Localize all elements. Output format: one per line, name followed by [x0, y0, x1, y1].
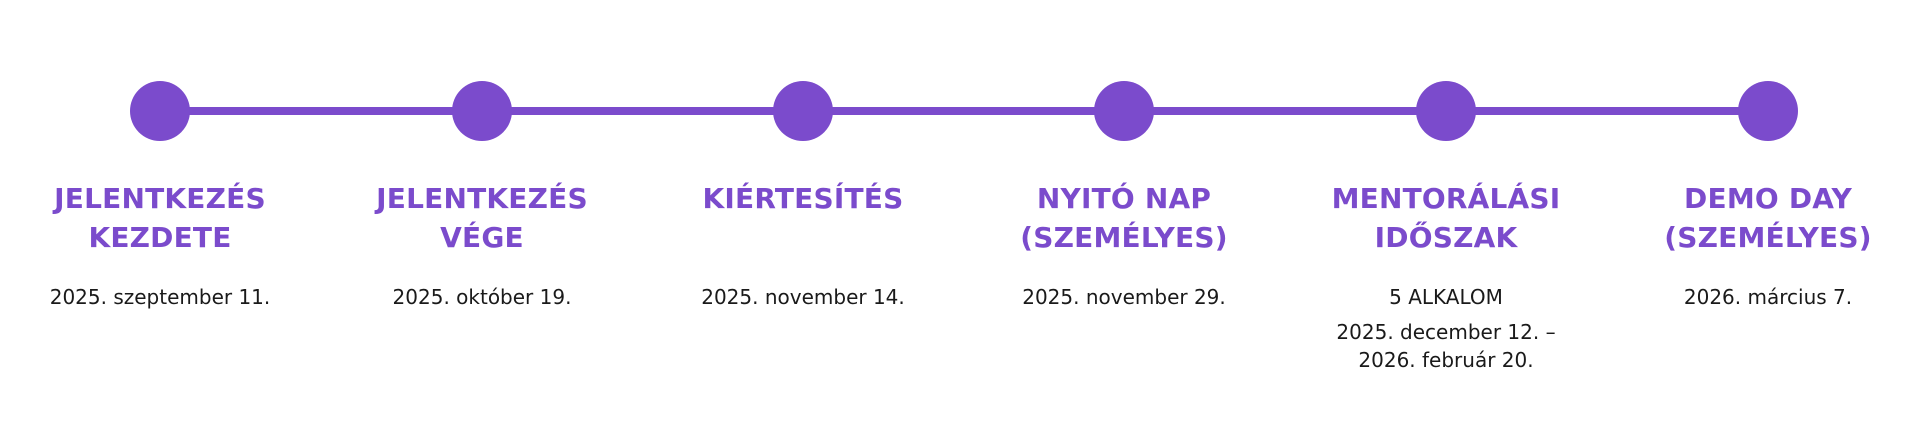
milestone-title: JELENTKEZÉS VÉGE	[376, 182, 588, 254]
milestone-title: JELENTKEZÉS KEZDETE	[54, 182, 266, 254]
milestone-dot	[130, 81, 190, 141]
milestone-sessions: 5 ALKALOM	[1389, 285, 1503, 309]
milestone-date-range: 2025. december 12. – 2026. február 20.	[1336, 320, 1556, 372]
milestone-date: 2026. március 7.	[1683, 285, 1853, 309]
milestone-date: 2025. november 14.	[701, 285, 905, 309]
milestone-dot	[1416, 81, 1476, 141]
milestone-dot	[452, 81, 512, 141]
milestone-dot	[1094, 81, 1154, 141]
milestone-dot	[773, 81, 833, 141]
milestone-title: DEMO DAY (SZEMÉLYES)	[1664, 182, 1872, 254]
milestone-date: 2025. szeptember 11.	[49, 285, 271, 309]
milestone-date: 2025. október 19.	[392, 285, 572, 309]
milestone-title: NYITÓ NAP (SZEMÉLYES)	[1020, 182, 1228, 254]
timeline-connector-line	[160, 107, 1770, 115]
milestone-date: 2025. november 29.	[1022, 285, 1226, 309]
milestone-title: MENTORÁLÁSI IDŐSZAK	[1331, 182, 1561, 254]
milestone-title: KIÉRTESÍTÉS	[702, 182, 904, 215]
milestone-dot	[1738, 81, 1798, 141]
